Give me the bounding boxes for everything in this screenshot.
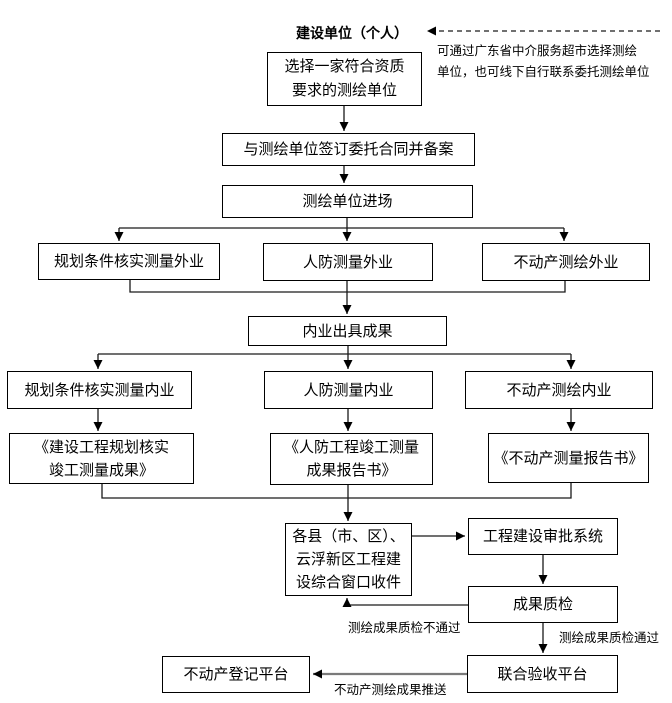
- node-doc-civil-defense: 《人防工程竣工测量 成果报告书》: [270, 433, 433, 485]
- node-doc-planning: 《建设工程规划核实 竣工测量成果》: [9, 433, 194, 484]
- node-office-real-estate: 不动产测绘内业: [465, 371, 653, 409]
- node-field-real-estate: 不动产测绘外业: [482, 243, 650, 281]
- node-registry-platform: 不动产登记平台: [162, 656, 310, 693]
- node-office-results: 内业出具成果: [248, 316, 447, 346]
- arrow-qc-fail-back: [342, 598, 468, 607]
- merge-line-docs: [101, 483, 572, 499]
- node-field-civil-defense: 人防测量外业: [263, 243, 433, 281]
- node-unit-enter-site: 测绘单位进场: [222, 185, 473, 218]
- node-office-planning: 规划条件核实测量内业: [7, 371, 192, 409]
- note-annotation: 可通过广东省中介服务超市选择测绘 单位，也可线下自行联系委托测绘单位: [437, 44, 650, 79]
- title-construction-unit: 建设单位（个人）: [296, 25, 408, 41]
- node-field-planning: 规划条件核实测量外业: [38, 243, 220, 280]
- node-approval-system: 工程建设审批系统: [468, 518, 618, 555]
- node-doc-real-estate: 《不动产测量报告书》: [488, 433, 649, 483]
- node-office-civil-defense: 人防测量内业: [264, 371, 433, 409]
- node-service-window: 各县（市、区）、 云浮新区工程建 设综合窗口收件: [285, 523, 412, 596]
- node-joint-acceptance-platform: 联合验收平台: [467, 655, 618, 693]
- node-select-unit: 选择一家符合资质 要求的测绘单位: [267, 52, 422, 106]
- edge-label-qc-fail: 测绘成果质检不通过: [348, 621, 461, 635]
- node-sign-contract: 与测绘单位签订委托合同并备案: [222, 133, 475, 166]
- edge-label-result-push: 不动产测绘成果推送: [334, 683, 447, 697]
- node-quality-check: 成果质检: [468, 586, 618, 623]
- edge-label-qc-pass: 测绘成果质检通过: [559, 631, 660, 645]
